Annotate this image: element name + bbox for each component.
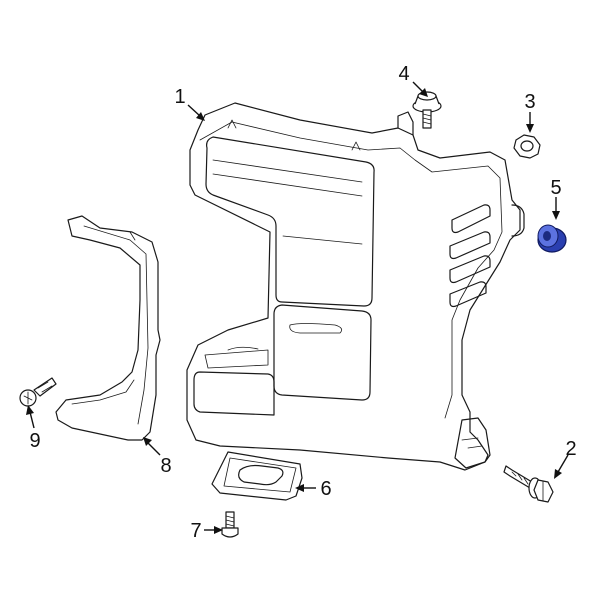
- mounting-bolt: [503, 465, 554, 503]
- callout-1: 1: [174, 86, 185, 108]
- hex-nut: [513, 134, 541, 159]
- callout-5: 5: [550, 177, 561, 199]
- headlamp-housing: [186, 102, 525, 471]
- callout-leaders: [26, 81, 569, 534]
- callout-7: 7: [190, 520, 201, 542]
- callout-3: 3: [524, 91, 535, 113]
- mounting-bracket: [211, 451, 303, 501]
- callout-6: 6: [320, 478, 331, 500]
- grommet: [537, 224, 567, 253]
- screw-7: [221, 511, 239, 538]
- callout-labels: 1 2 3 4 5 6 7 8 9: [29, 63, 576, 542]
- callout-8: 8: [160, 455, 171, 477]
- side-trim-panel: [55, 215, 161, 441]
- screw-9: [19, 377, 57, 407]
- callout-9: 9: [29, 430, 40, 452]
- louvres: [449, 204, 491, 308]
- push-pin-screw: [412, 91, 442, 129]
- callout-2: 2: [565, 438, 576, 460]
- callout-4: 4: [398, 63, 409, 85]
